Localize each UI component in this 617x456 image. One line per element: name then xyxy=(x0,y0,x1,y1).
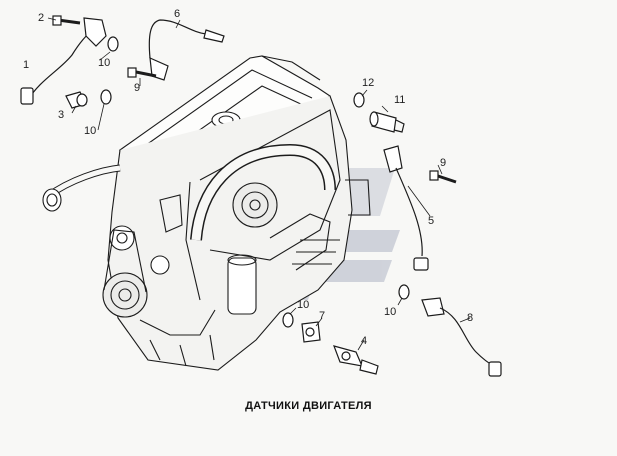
part-3-sensor xyxy=(65,91,88,109)
part-8-sensor-cable xyxy=(421,297,502,377)
callout-10d: 10 xyxy=(384,306,396,318)
part-4-sensor xyxy=(333,345,379,375)
figure-caption: ДАТЧИКИ ДВИГАТЕЛЯ xyxy=(245,400,372,412)
callout-6: 6 xyxy=(174,8,180,20)
callout-1: 1 xyxy=(23,59,29,71)
leader-lines xyxy=(47,17,471,351)
callout-10c: 10 xyxy=(297,299,309,311)
sensor-parts xyxy=(20,15,502,377)
callout-7: 7 xyxy=(319,310,325,322)
callout-12: 12 xyxy=(362,77,374,89)
part-10-washer-c xyxy=(282,312,294,328)
callout-9a: 9 xyxy=(134,82,140,94)
part-9-bolt-a xyxy=(127,67,157,78)
callout-2: 2 xyxy=(38,12,44,24)
part-10-washer-a xyxy=(107,36,119,52)
part-11-sensor xyxy=(369,111,405,133)
callout-5: 5 xyxy=(428,215,434,227)
callout-3: 3 xyxy=(58,109,64,121)
part-5-sensor-cable xyxy=(383,145,429,271)
part-9-bolt-b xyxy=(429,170,457,184)
callout-9b: 9 xyxy=(440,157,446,169)
callout-10b: 10 xyxy=(84,125,96,137)
part-2-bolt xyxy=(52,15,107,47)
callout-4: 4 xyxy=(361,335,367,347)
callout-labels: 1 2 3 6 10 9 10 12 11 9 5 10 7 10 8 4 xyxy=(23,8,473,347)
callout-11: 11 xyxy=(394,94,405,106)
callout-8: 8 xyxy=(467,312,473,324)
part-12-washer xyxy=(353,92,365,108)
callout-10a: 10 xyxy=(98,57,110,69)
part-6-sensor-cable xyxy=(148,19,225,81)
part-10-washer-b xyxy=(100,89,112,105)
part-1-sensor-cable xyxy=(20,29,93,105)
part-7-sensor xyxy=(301,321,321,343)
engine-illustration xyxy=(42,55,371,371)
part-10-washer-d xyxy=(398,284,410,300)
